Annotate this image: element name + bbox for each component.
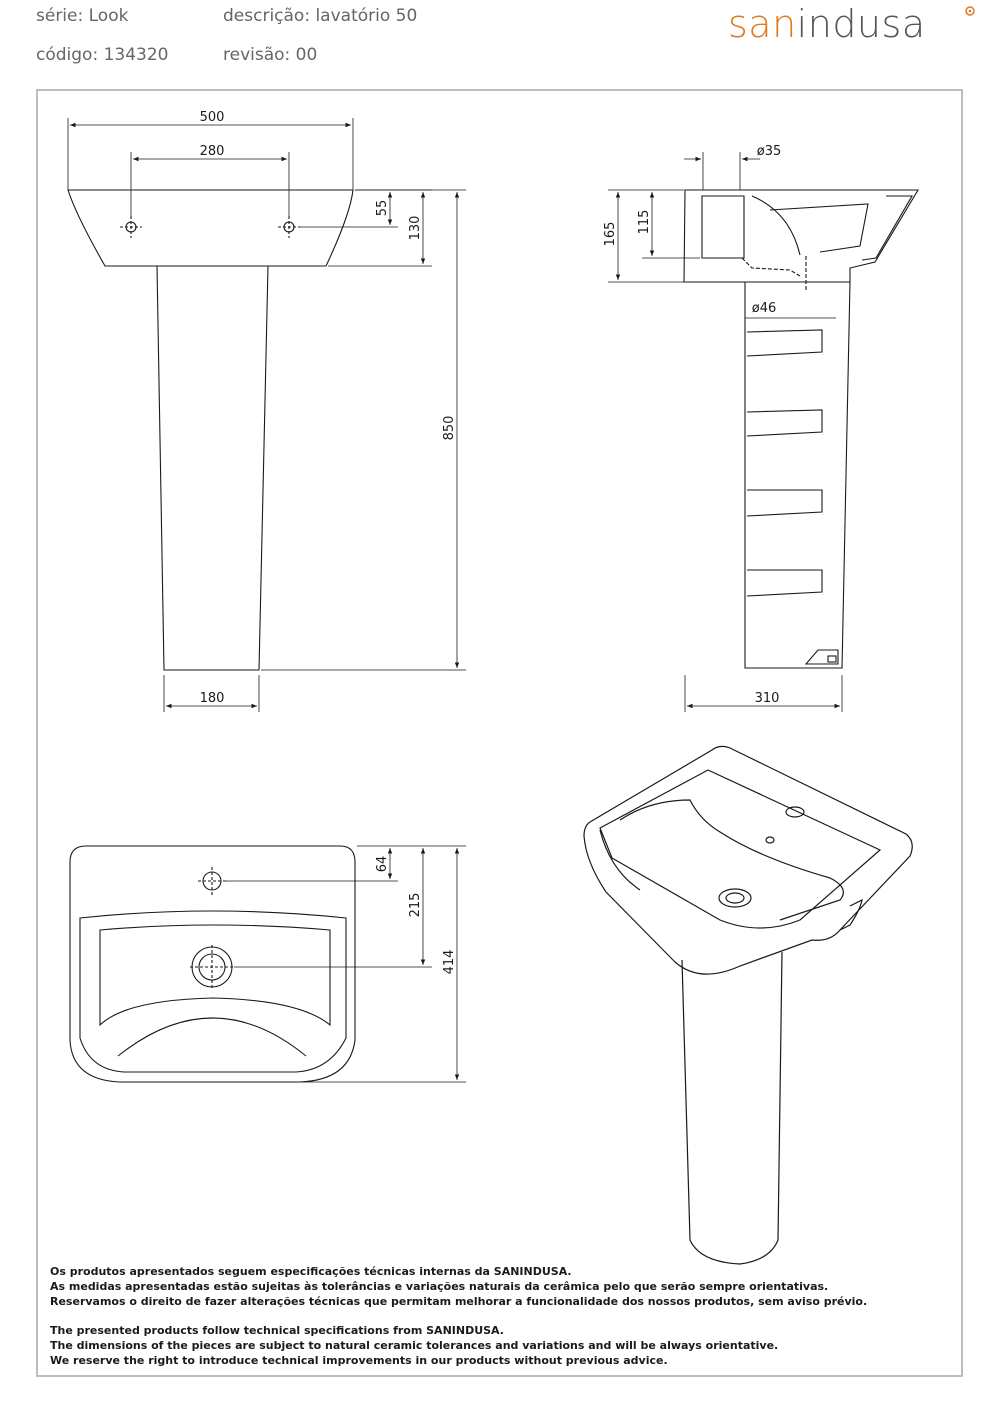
- drawing-frame: [36, 89, 963, 1377]
- tap-hole-left-icon: [120, 216, 142, 238]
- dim-drain-diameter: ø35: [757, 144, 782, 159]
- note-pt-1: Os produtos apresentados seguem especifi…: [50, 1265, 572, 1278]
- revisao-label: revisão: 00: [223, 45, 318, 65]
- drain-hole-top-icon: [190, 945, 234, 989]
- front-view: [67, 118, 466, 712]
- note-en-2: The dimensions of the pieces are subject…: [50, 1339, 779, 1352]
- perspective-tap-hole-icon: [785, 806, 805, 818]
- dim-overall-depth: 165: [603, 222, 618, 247]
- perspective-view: [583, 745, 913, 1265]
- dim-pedestal-depth: 310: [755, 691, 780, 706]
- top-view: [69, 845, 466, 1083]
- note-pt-2: As medidas apresentadas estão sujeitas à…: [50, 1280, 829, 1293]
- tap-hole-right-icon: [278, 216, 300, 238]
- notes-english: The presented products follow technical …: [50, 1323, 778, 1368]
- dim-tap-hole-offset: 64: [375, 856, 390, 873]
- descricao-label: descrição: lavatório 50: [223, 6, 418, 26]
- dim-basin-height: 130: [408, 216, 423, 241]
- note-pt-3: Reservamos o direito de fazer alterações…: [50, 1295, 868, 1308]
- logo-part-indusa: indusa: [796, 2, 926, 46]
- note-en-1: The presented products follow technical …: [50, 1324, 504, 1337]
- logo-part-san: san: [728, 2, 797, 46]
- logo-mark-icon: [965, 6, 975, 16]
- dim-inner-depth: 115: [637, 210, 652, 235]
- serie-label: série: Look: [36, 6, 129, 26]
- dim-pedestal-width: 180: [200, 691, 225, 706]
- note-en-3: We reserve the right to introduce techni…: [50, 1354, 668, 1367]
- codigo-label: código: 134320: [36, 45, 169, 65]
- dim-basin-depth: 414: [442, 950, 457, 975]
- dim-tap-spacing: 280: [200, 144, 225, 159]
- dimension-labels: 500 280 55 130 850 180 ø35 165 115 ø46 3…: [200, 110, 782, 974]
- tap-hole-top-icon: [198, 867, 226, 895]
- perspective-drain-icon: [718, 888, 752, 908]
- dim-tap-height: 55: [375, 200, 390, 217]
- side-view: [608, 152, 919, 712]
- dim-width-total: 500: [200, 110, 225, 125]
- notes-portuguese: Os produtos apresentados seguem especifi…: [50, 1264, 867, 1309]
- dim-waste-diameter: ø46: [752, 301, 777, 316]
- dim-total-height: 850: [442, 416, 457, 441]
- sanindusa-logo: sanindusa: [728, 2, 926, 46]
- dim-drain-offset: 215: [408, 893, 423, 918]
